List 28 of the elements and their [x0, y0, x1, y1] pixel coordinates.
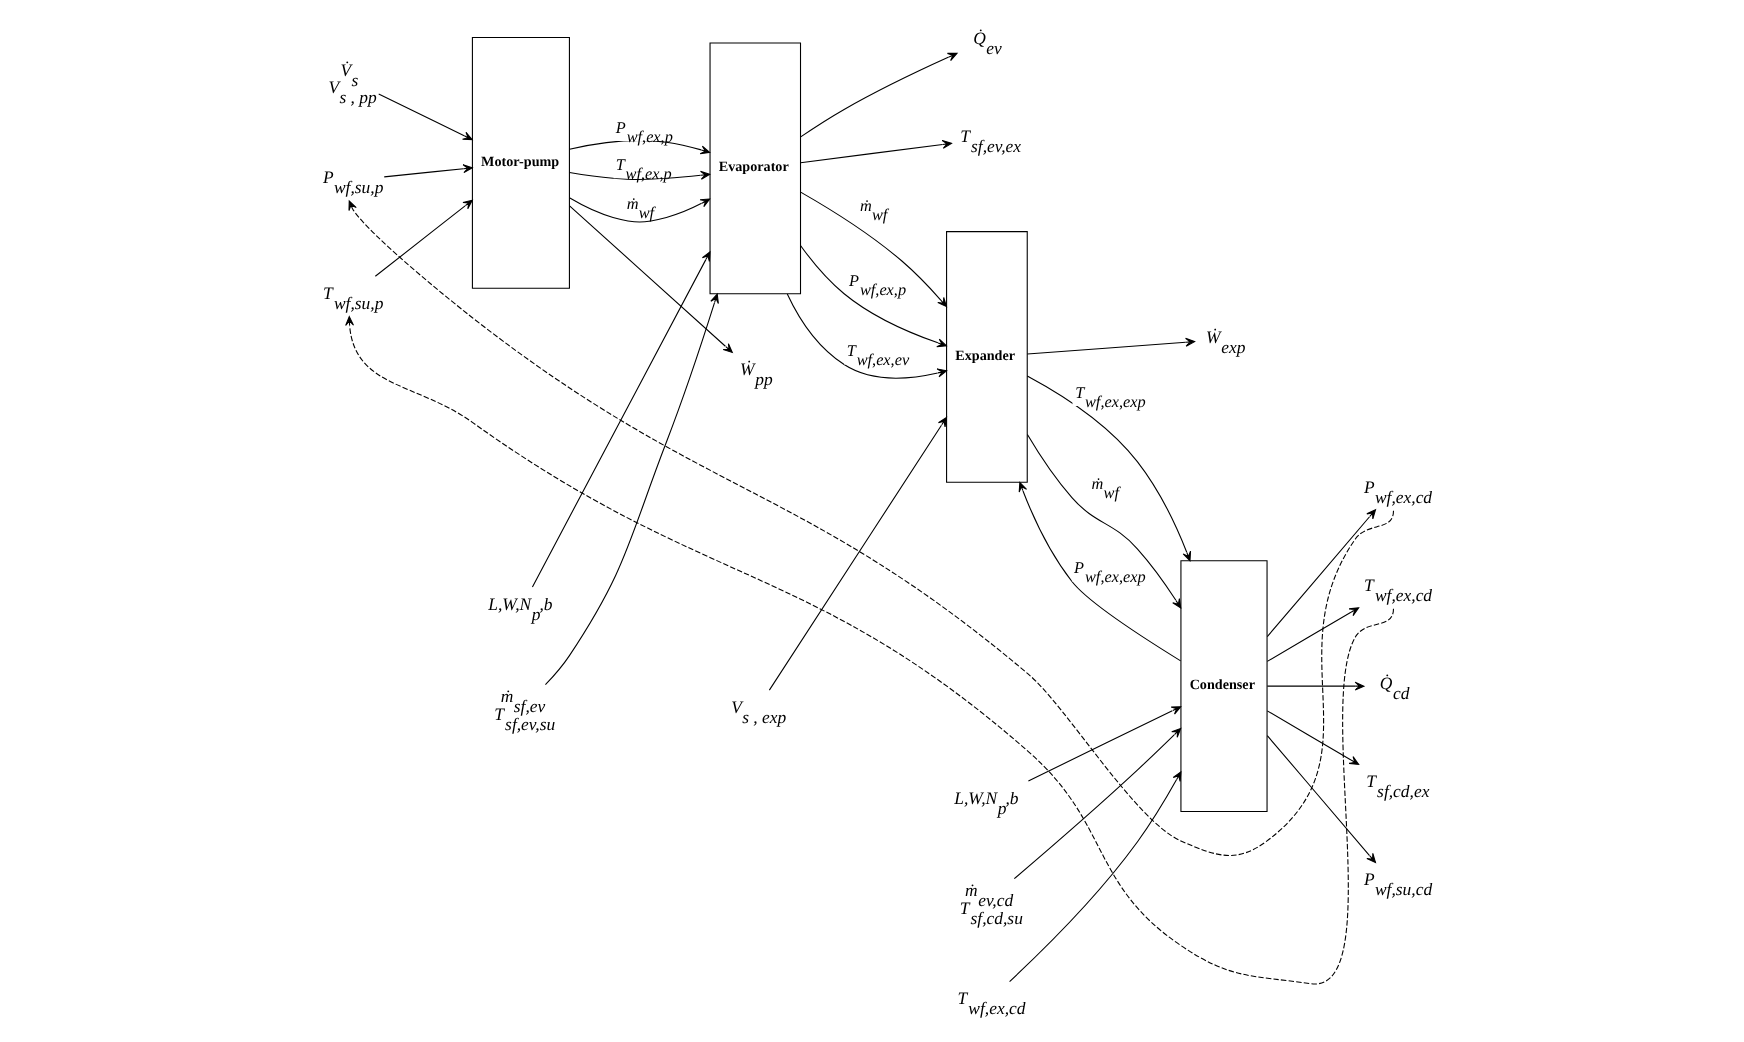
arrow [1026, 706, 1181, 782]
arrow [373, 199, 472, 277]
arrow [799, 191, 947, 308]
arrow [568, 170, 710, 180]
arrow [785, 293, 947, 379]
arrow [1265, 509, 1376, 638]
arrow [1025, 433, 1181, 609]
arrow [543, 293, 718, 686]
arrow [1008, 771, 1181, 983]
arrow [1265, 710, 1359, 765]
arrow [1017, 481, 1181, 662]
arrow [1265, 607, 1359, 662]
arrow [1025, 337, 1195, 355]
arrow [1012, 727, 1181, 880]
arrow [377, 93, 472, 141]
arrow [1025, 375, 1191, 562]
arrow [344, 316, 1394, 985]
arrow [799, 52, 957, 138]
arrow [1265, 681, 1364, 691]
arrow [382, 164, 472, 178]
arrow [530, 251, 710, 588]
arrow [568, 197, 710, 223]
arrow [767, 416, 947, 691]
arrow [799, 140, 951, 164]
arrow [568, 205, 732, 353]
arrow [798, 244, 946, 348]
arrow [1265, 735, 1376, 864]
arrow [347, 200, 1394, 856]
